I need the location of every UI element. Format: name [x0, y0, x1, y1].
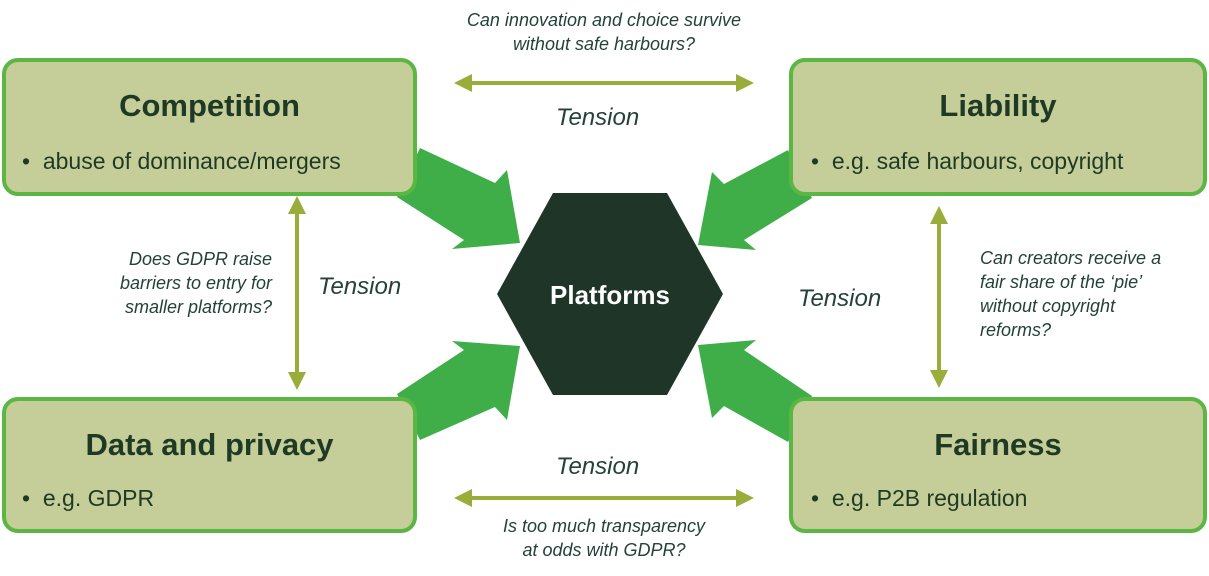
platforms-hexagon: [497, 193, 723, 395]
question-right-line-2: fair share of the ‘pie’: [980, 272, 1143, 292]
tension-label-top: Tension: [556, 104, 640, 131]
bullet-glyph: •: [22, 485, 31, 511]
data-privacy-box: Data and privacy • e.g. GDPR: [2, 397, 417, 533]
question-left-line-2: barriers to entry for: [119, 273, 272, 293]
tension-arrow-top: [454, 74, 754, 92]
data-privacy-title: Data and privacy: [85, 427, 334, 462]
data-privacy-bullet: • e.g. GDPR: [22, 485, 154, 512]
question-bottom: Is too much transparency at odds with GD…: [404, 514, 804, 562]
question-top-line-1: Can innovation and choice survive: [466, 10, 742, 30]
arrow-competition-to-hub: [397, 148, 520, 249]
tension-label-bottom: Tension: [556, 453, 640, 480]
bullet-glyph: •: [811, 485, 820, 511]
question-top: Can innovation and choice survive withou…: [404, 8, 804, 56]
question-bottom-line-1: Is too much transparency: [502, 516, 706, 536]
bullet-glyph: •: [811, 148, 820, 174]
data-privacy-bullet-text: e.g. GDPR: [42, 485, 155, 511]
platforms-label: Platforms: [550, 280, 670, 310]
tension-arrow-bottom: [454, 489, 754, 507]
tension-label-left: Tension: [318, 273, 402, 300]
competition-bullet: • abuse of dominance/mergers: [22, 148, 341, 175]
question-right: Can creators receive a fair share of the…: [980, 246, 1205, 342]
bullet-glyph: •: [22, 148, 31, 174]
question-left: Does GDPR raise barriers to entry for sm…: [70, 247, 272, 319]
fairness-title: Fairness: [934, 427, 1062, 462]
question-right-line-4: reforms?: [980, 320, 1052, 340]
fairness-box: Fairness • e.g. P2B regulation: [789, 397, 1207, 533]
fairness-bullet-text: e.g. P2B regulation: [831, 485, 1028, 511]
tension-label-right: Tension: [798, 285, 882, 312]
arrow-liability-to-hub: [698, 150, 812, 250]
question-top-line-2: without safe harbours?: [512, 34, 696, 54]
fairness-bullet: • e.g. P2B regulation: [811, 485, 1027, 512]
question-right-line-1: Can creators receive a: [980, 248, 1162, 268]
liability-bullet-text: e.g. safe harbours, copyright: [831, 148, 1124, 174]
question-bottom-line-2: at odds with GDPR?: [522, 540, 686, 560]
question-left-line-1: Does GDPR raise: [128, 249, 272, 269]
question-left-line-3: smaller platforms?: [124, 297, 272, 317]
tension-arrow-right: [930, 206, 948, 388]
liability-box: Liability • e.g. safe harbours, copyrigh…: [789, 58, 1207, 196]
liability-bullet: • e.g. safe harbours, copyright: [811, 148, 1123, 175]
liability-title: Liability: [939, 88, 1057, 123]
competition-box: Competition • abuse of dominance/mergers: [2, 58, 417, 196]
competition-bullet-text: abuse of dominance/mergers: [42, 148, 341, 174]
arrow-data-to-hub: [397, 341, 520, 440]
question-right-line-3: without copyright: [980, 296, 1116, 316]
arrow-fairness-to-hub: [698, 340, 812, 442]
tension-arrow-left: [288, 196, 306, 390]
competition-title: Competition: [119, 88, 300, 123]
